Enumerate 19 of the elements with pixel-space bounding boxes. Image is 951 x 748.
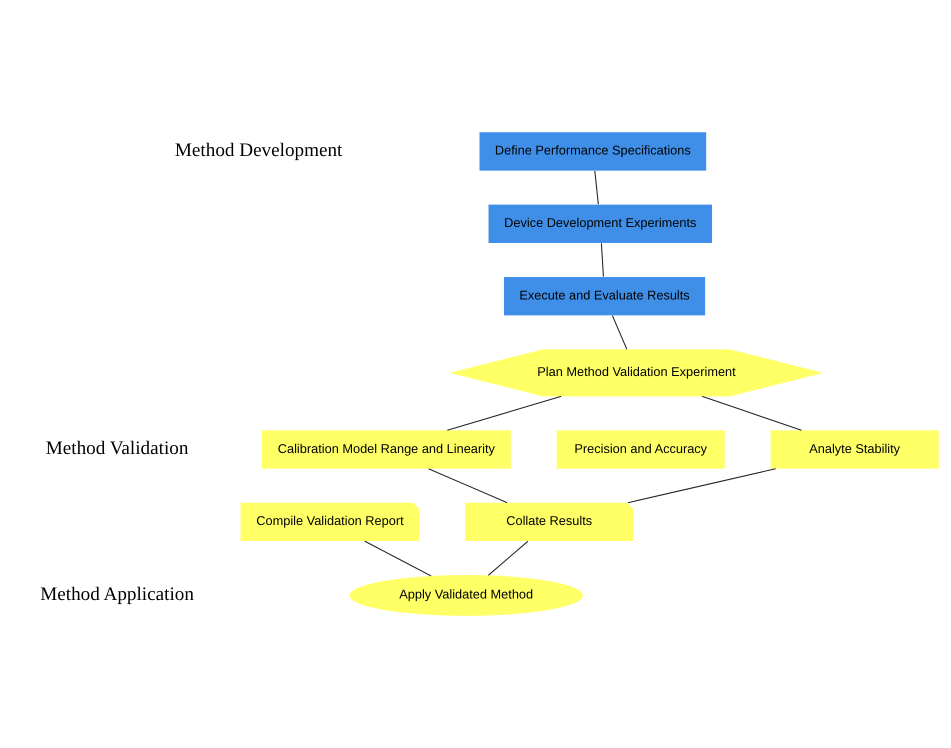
connector — [364, 540, 432, 576]
connector — [628, 468, 776, 504]
node-ellipse: Apply Validated Method — [349, 575, 583, 616]
node-box: Precision and Accuracy — [556, 430, 725, 469]
label: Method Development — [174, 140, 342, 162]
connector — [447, 396, 562, 431]
label: Method Validation — [46, 438, 188, 460]
connector — [488, 540, 528, 576]
node-box: Define Performance Specifications — [480, 132, 706, 171]
node-box: Device Development Experiments — [488, 204, 712, 243]
connector — [702, 396, 802, 431]
node-box: Analyte Stability — [770, 430, 939, 469]
label: Method Application — [40, 584, 194, 606]
connector — [428, 468, 508, 504]
connector — [612, 315, 628, 350]
node-box: Execute and Evaluate Results — [504, 277, 706, 316]
connector — [600, 243, 604, 277]
connector — [594, 170, 599, 204]
node-box: Calibration Model Range and Linearity — [262, 430, 511, 469]
